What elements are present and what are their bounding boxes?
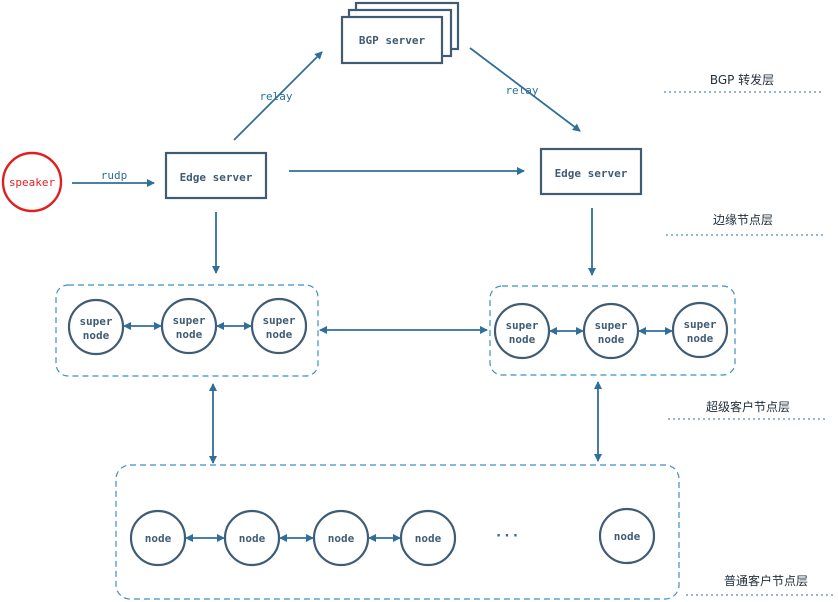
node-3[interactable]: node <box>312 509 370 567</box>
super-node-group-right <box>489 285 736 376</box>
super-node-label-top: super <box>172 314 205 327</box>
super-node-label-top: super <box>262 314 295 327</box>
super-node-left-3[interactable]: super node <box>250 297 308 355</box>
bgp-server[interactable]: BGP server <box>340 1 460 65</box>
super-node-label-bottom: node <box>687 332 714 345</box>
node-label: node <box>328 532 355 545</box>
speaker-label: speaker <box>9 176 56 189</box>
node-4[interactable]: node <box>399 509 457 567</box>
layer-label-normal: 普通客户节点层 <box>724 573 808 588</box>
edge-server-left[interactable]: Edge server <box>164 151 268 200</box>
node-1[interactable]: node <box>129 509 187 567</box>
speaker-node[interactable]: speaker <box>1 151 63 213</box>
node-label: node <box>614 530 641 543</box>
super-node-label-bottom: node <box>83 329 110 342</box>
relay-arrow-left <box>233 51 323 141</box>
ellipsis: ··· <box>494 528 519 544</box>
relay-label-right: relay <box>505 84 538 97</box>
super-node-left-1[interactable]: super node <box>67 298 125 356</box>
node-2[interactable]: node <box>223 509 281 567</box>
super-node-label-top: super <box>683 318 716 331</box>
layer-label-edge: 边缘节点层 <box>713 213 773 227</box>
normal-node-group <box>115 464 680 600</box>
layer-label-bgp: BGP 转发层 <box>710 72 774 87</box>
bgp-server-label: BGP server <box>359 34 426 47</box>
super-node-right-3[interactable]: super node <box>671 301 729 359</box>
super-node-label-top: super <box>79 315 112 328</box>
rudp-label: rudp <box>101 169 128 182</box>
super-node-label-bottom: node <box>266 328 293 341</box>
super-node-left-2[interactable]: super node <box>160 297 218 355</box>
layer-label-super: 超级客户节点层 <box>706 399 790 414</box>
relay-label-left: relay <box>259 90 292 103</box>
edge-server-right[interactable]: Edge server <box>539 147 643 196</box>
super-node-label-bottom: node <box>176 328 203 341</box>
node-label: node <box>145 532 172 545</box>
edge-server-right-label: Edge server <box>555 167 628 180</box>
edge-server-left-label: Edge server <box>180 171 253 184</box>
super-node-label-top: super <box>594 319 627 332</box>
node-5[interactable]: node <box>598 507 656 565</box>
super-node-right-1[interactable]: super node <box>493 302 551 360</box>
super-node-group-left <box>55 284 319 377</box>
super-node-right-2[interactable]: super node <box>582 302 640 360</box>
relay-arrow-right <box>469 47 581 132</box>
node-label: node <box>415 532 442 545</box>
super-node-label-bottom: node <box>509 333 536 346</box>
super-node-label-bottom: node <box>598 333 625 346</box>
node-label: node <box>239 532 266 545</box>
super-node-label-top: super <box>505 319 538 332</box>
